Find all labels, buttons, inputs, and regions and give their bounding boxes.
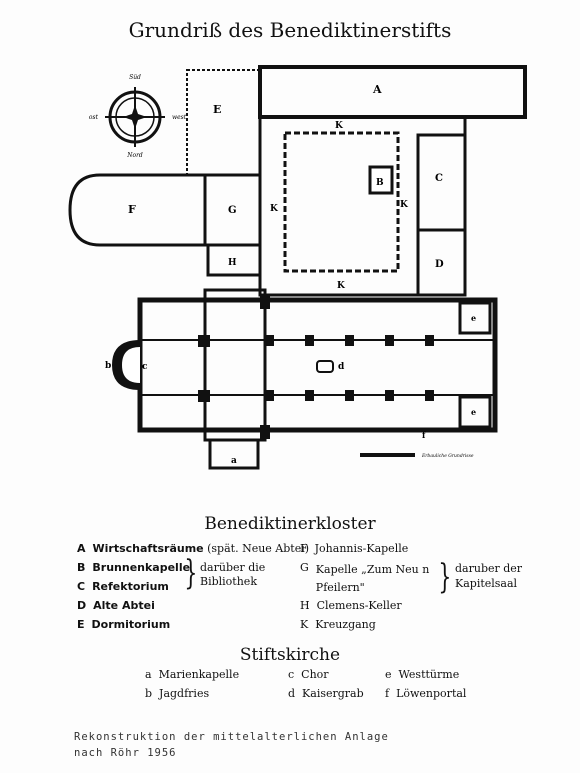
west-tower-south	[458, 395, 492, 429]
cloister-garth	[283, 131, 400, 273]
legend-note-g: daruber der Kapitelsaal	[455, 562, 523, 590]
plan-label-c-lower: c	[142, 362, 148, 372]
brace-g: }	[438, 557, 452, 597]
compass-west-label: west	[172, 114, 187, 121]
legend-item-d: D Alte Abtei	[77, 599, 155, 612]
plan-label-k-left: K	[270, 204, 279, 214]
room-h	[206, 243, 262, 277]
room-d	[416, 228, 467, 297]
kloster-heading: Benediktinerkloster	[204, 514, 376, 534]
legend-note-bc: darüber die Bibliothek	[200, 561, 266, 588]
legend-item-h: H Clemens-Keller	[300, 599, 402, 612]
plan-label-g: G	[228, 205, 237, 216]
plan-label-b-lower: b	[105, 361, 111, 371]
plan-label-f-lower: f	[422, 430, 426, 440]
legend-item-e: E Dormitorium	[77, 618, 171, 631]
compass-east-label: ost	[89, 114, 99, 121]
page-title: Grundriß des Benediktinerstifts	[128, 18, 452, 42]
legend-item-g: G Kapelle „Zum Neu n Pfeilern"	[300, 561, 430, 594]
plan-label-k-bottom: K	[337, 281, 346, 291]
church-crossing	[203, 288, 267, 442]
room-e	[186, 69, 261, 176]
plan-label-d-lower: d	[338, 362, 345, 372]
legend-item-c: C Refektorium	[77, 580, 169, 593]
legend-item-lower-d: d Kaisergrab	[288, 687, 364, 700]
compass-south-label: Süd	[129, 74, 141, 81]
legend-item-a: A Wirtschaftsräume (spät. Neue Abtei)	[77, 542, 310, 555]
plan-label-b-upper: B	[376, 178, 384, 188]
plan-label-c-upper: C	[435, 173, 443, 184]
plan-label-d-upper: D	[435, 259, 444, 270]
legend-item-f: F Johannis-Kapelle	[300, 542, 409, 555]
legend-item-lower-c: c Chor	[288, 668, 329, 681]
plan-label-k-top: K	[335, 121, 344, 131]
room-f	[68, 173, 205, 247]
room-a	[258, 65, 527, 119]
legend-item-lower-a: a Marienkapelle	[145, 668, 240, 681]
compass-north-label: Nord	[126, 152, 143, 159]
scale-bar	[360, 453, 415, 457]
plan-label-f-upper: F	[128, 203, 136, 216]
footnote-line-2: nach Röhr 1956	[74, 747, 177, 759]
scale-note: Erbauliche Grundrisse	[421, 453, 474, 459]
legend-item-k: K Kreuzgang	[300, 618, 376, 631]
plan-label-a-lower: a	[231, 456, 237, 466]
plan-label-e-south: e	[471, 407, 476, 417]
plan-label-e-north: e	[471, 313, 476, 323]
room-b	[368, 165, 394, 195]
brace-bc: }	[184, 553, 198, 593]
plan-label-e: E	[213, 103, 221, 116]
west-tower-north	[458, 301, 492, 335]
legend-item-lower-f: f Löwenportal	[385, 687, 467, 700]
compass-rose-icon	[105, 87, 165, 147]
footnote-line-1: Rekonstruktion der mittelalterlichen Anl…	[74, 731, 389, 743]
marienkapelle	[208, 438, 260, 470]
plan-label-k-right: K	[400, 200, 409, 210]
plan-label-h: H	[228, 258, 237, 268]
legend-item-lower-e: e Westtürme	[385, 668, 460, 681]
floor-plan: Süd Nord ost west A E K K K K B C D F G …	[68, 65, 527, 470]
kaisergrab	[316, 360, 334, 373]
kirche-heading: Stiftskirche	[239, 645, 341, 665]
legend-item-lower-b: b Jagdfries	[145, 687, 210, 700]
legend-item-b: B Brunnenkapelle	[77, 561, 191, 574]
plan-label-a: A	[372, 83, 382, 96]
